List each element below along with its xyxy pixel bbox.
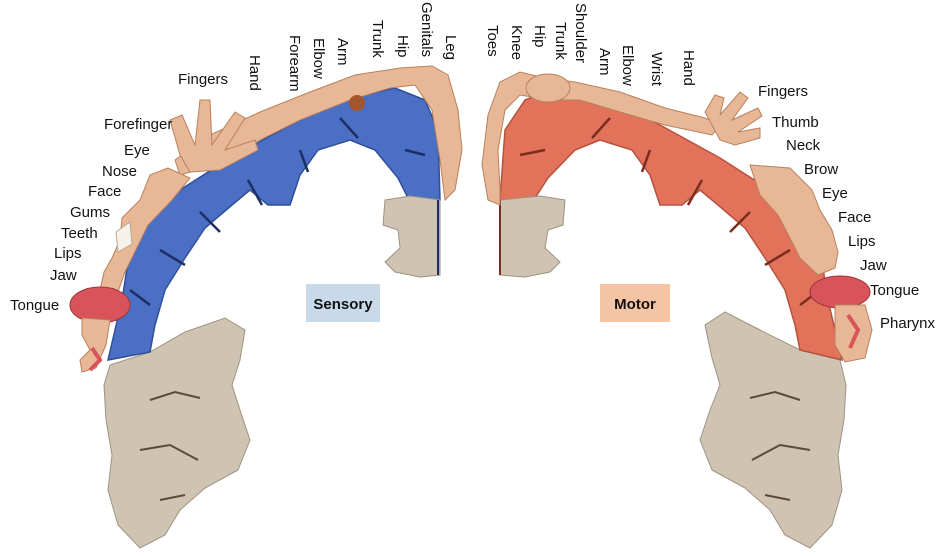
- motor-badge-label: Motor: [614, 296, 656, 313]
- motor-label-trunk: Trunk: [552, 22, 569, 60]
- sensory-label-trunk: Trunk: [369, 20, 386, 58]
- sensory-top-labels: Hand Forearm Elbow Arm Trunk Hip Genital…: [246, 2, 459, 92]
- motor-homunculus-hand: [704, 91, 763, 146]
- motor-homunculus-face: [749, 164, 839, 276]
- motor-label-shoulder: Shoulder: [572, 3, 589, 63]
- motor-homunculus-tongue: [809, 275, 871, 309]
- sensory-label-jaw: Jaw: [50, 267, 77, 284]
- sensory-label-hand: Hand: [246, 55, 263, 91]
- sensory-lower-lobe: [103, 317, 251, 549]
- motor-label-elbow: Elbow: [619, 45, 636, 86]
- sensory-side-labels: Fingers Forefinger Eye Nose Face Gums Te…: [10, 71, 228, 314]
- motor-label-hip: Hip: [531, 25, 548, 48]
- motor-cortex: [499, 87, 844, 362]
- motor-label-brow: Brow: [804, 161, 838, 178]
- sensory-homunculus-hand: [169, 99, 259, 173]
- sensory-badge: Sensory: [306, 284, 380, 322]
- sensory-hemisphere: [69, 65, 463, 549]
- motor-label-pharynx: Pharynx: [880, 315, 936, 332]
- motor-label-tongue: Tongue: [870, 282, 919, 299]
- motor-label-eye: Eye: [822, 185, 848, 202]
- sensory-label-face: Face: [88, 183, 121, 200]
- motor-label-fingers: Fingers: [758, 83, 808, 100]
- sensory-homunculus-throat: [79, 317, 111, 373]
- motor-label-jaw: Jaw: [860, 257, 887, 274]
- sensory-label-gums: Gums: [70, 204, 110, 221]
- sensory-label-forearm: Forearm: [286, 35, 303, 92]
- sensory-label-genitals: Genitals: [418, 2, 435, 57]
- sensory-label-teeth: Teeth: [61, 225, 98, 242]
- motor-label-arm: Arm: [596, 48, 613, 76]
- sensory-upper-lobe: [382, 195, 441, 278]
- sensory-label-arm: Arm: [334, 38, 351, 66]
- sensory-label-elbow: Elbow: [310, 38, 327, 79]
- sensory-label-forefinger: Forefinger: [104, 116, 172, 133]
- motor-label-lips: Lips: [848, 233, 876, 250]
- sensory-cortex: [107, 87, 441, 361]
- motor-label-toes: Toes: [484, 25, 501, 57]
- motor-lower-lobe: [699, 311, 847, 549]
- sensory-genitals-mark: [349, 95, 365, 111]
- motor-side-labels: Fingers Thumb Neck Brow Eye Face Lips Ja…: [758, 83, 936, 332]
- motor-label-face: Face: [838, 209, 871, 226]
- sensory-label-leg: Leg: [442, 35, 459, 60]
- motor-label-thumb: Thumb: [772, 114, 819, 131]
- motor-homunculus-pharynx: [834, 304, 873, 363]
- motor-label-hand: Hand: [680, 50, 697, 86]
- sensory-homunculus-face: [99, 167, 191, 293]
- motor-label-knee: Knee: [508, 25, 525, 60]
- sensory-badge-label: Sensory: [313, 296, 373, 313]
- motor-label-neck: Neck: [786, 137, 821, 154]
- sensory-label-fingers: Fingers: [178, 71, 228, 88]
- motor-label-wrist: Wrist: [648, 52, 665, 87]
- motor-upper-lobe: [499, 195, 566, 278]
- sensory-label-nose: Nose: [102, 163, 137, 180]
- sensory-homunculus-tongue: [69, 286, 131, 324]
- motor-badge: Motor: [600, 284, 670, 322]
- sensory-label-eye: Eye: [124, 142, 150, 159]
- sensory-label-tongue: Tongue: [10, 297, 59, 314]
- sensory-label-lips: Lips: [54, 245, 82, 262]
- motor-top-labels: Toes Knee Hip Trunk Shoulder Arm Elbow W…: [484, 3, 697, 87]
- motor-hemisphere: [481, 71, 873, 549]
- sensory-label-hip: Hip: [394, 35, 411, 58]
